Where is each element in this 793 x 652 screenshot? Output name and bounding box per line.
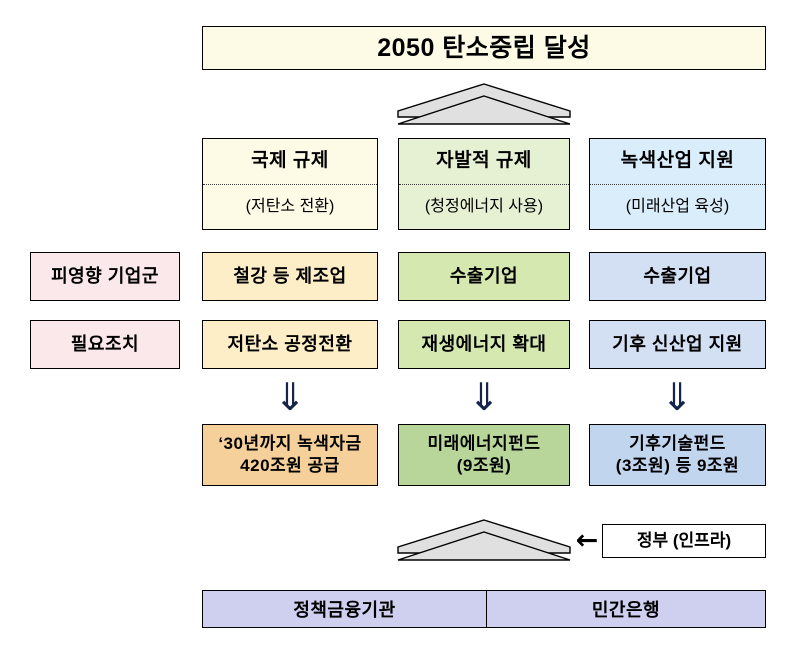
fund-box-voluntary: 미래에너지펀드 (9조원) <box>398 424 570 486</box>
affected-text-international: 철강 등 제조업 <box>233 265 347 286</box>
affected-text-voluntary: 수출기업 <box>449 265 519 286</box>
strategy-sub-green-industry: (미래산업 육성) <box>590 184 765 229</box>
strategy-title-voluntary: 자발적 규제 <box>436 150 532 172</box>
fund-box-international: ‘30년까지 녹색자금 420조원 공급 <box>202 424 378 486</box>
fund-line1-international: ‘30년까지 녹색자금 <box>218 434 362 454</box>
fund-line2-voluntary: (9조원) <box>456 456 512 475</box>
strategy-sub-voluntary: (청정에너지 사용) <box>399 184 569 229</box>
fund-box-green-industry: 기후기술펀드 (3조원) 등 9조원 <box>589 424 766 486</box>
institution-public-finance: 정책금융기관 <box>203 591 487 627</box>
affected-text-green-industry: 수출기업 <box>643 265 712 286</box>
strategy-title-green-industry: 녹색산업 지원 <box>620 150 735 172</box>
row-label-affected-companies-text: 피영향 기업군 <box>51 265 159 286</box>
institutions-row: 정책금융기관 민간은행 <box>202 590 766 628</box>
row-label-affected-companies: 피영향 기업군 <box>30 252 180 301</box>
up-chevron-icon-bottom <box>396 518 572 564</box>
strategy-box-international: 국제 규제 (저탄소 전환) <box>202 138 378 230</box>
action-box-international: 저탄소 공정전환 <box>202 320 378 369</box>
action-box-green-industry: 기후 신산업 지원 <box>589 320 766 369</box>
affected-box-international: 철강 등 제조업 <box>202 252 378 301</box>
strategy-sub-international: (저탄소 전환) <box>203 184 377 229</box>
affected-box-voluntary: 수출기업 <box>398 252 570 301</box>
double-down-arrow-icon-voluntary: ⇓ <box>468 375 500 419</box>
page-title-text: 2050 탄소중립 달성 <box>377 34 591 62</box>
row-label-required-action: 필요조치 <box>30 320 180 369</box>
institution-private-bank-label: 민간은행 <box>591 600 661 620</box>
strategy-box-voluntary: 자발적 규제 (청정에너지 사용) <box>398 138 570 230</box>
action-box-voluntary: 재생에너지 확대 <box>398 320 570 369</box>
institution-public-finance-label: 정책금융기관 <box>293 600 396 620</box>
strategy-title-international: 국제 규제 <box>251 150 329 172</box>
page-title: 2050 탄소중립 달성 <box>202 26 766 70</box>
strategy-box-green-industry: 녹색산업 지원 (미래산업 육성) <box>589 138 766 230</box>
double-down-arrow-icon-international: ⇓ <box>274 375 306 419</box>
government-box: 정부 (인프라) <box>602 524 766 558</box>
fund-line1-voluntary: 미래에너지펀드 <box>427 434 541 454</box>
row-label-required-action-text: 필요조치 <box>70 333 140 354</box>
fund-line2-international: 420조원 공급 <box>240 456 340 475</box>
fund-line1-green-industry: 기후기술펀드 <box>629 434 726 454</box>
fund-line2-green-industry: (3조원) 등 9조원 <box>615 456 740 475</box>
action-text-voluntary: 재생에너지 확대 <box>421 333 547 354</box>
left-arrow-icon-government: ← <box>575 525 599 556</box>
double-down-arrow-icon-green-industry: ⇓ <box>661 375 693 419</box>
government-label: 정부 (인프라) <box>636 531 732 551</box>
institution-private-bank: 민간은행 <box>487 591 765 627</box>
up-chevron-icon-top <box>396 82 572 128</box>
action-text-green-industry: 기후 신산업 지원 <box>612 333 743 354</box>
action-text-international: 저탄소 공정전환 <box>227 333 353 354</box>
affected-box-green-industry: 수출기업 <box>589 252 766 301</box>
